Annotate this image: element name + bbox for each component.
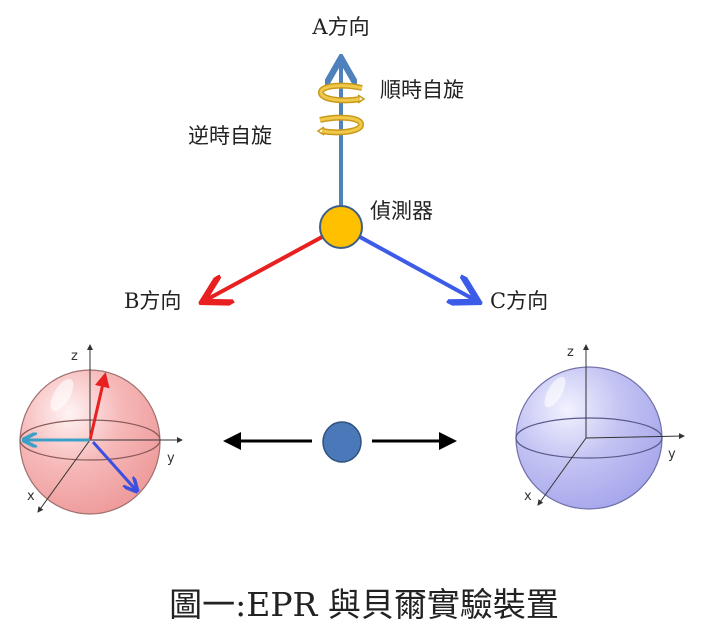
- blue-spin-vector: [91, 440, 136, 490]
- z-axis-label: z: [71, 349, 78, 364]
- figure-caption: 圖一:EPR 與貝爾實驗裝置: [169, 585, 559, 624]
- left-bloch-sphere: z y x: [19, 344, 183, 515]
- y-axis-label: y: [167, 451, 175, 466]
- red-spin-vector: [88, 372, 110, 441]
- counterclockwise-spin-icon: [316, 114, 364, 136]
- detector-icon: [319, 205, 363, 249]
- y-axis-label: y: [668, 447, 676, 462]
- clockwise-spin-label: 順時自旋: [380, 78, 464, 102]
- x-axis-label: x: [27, 489, 35, 504]
- counterclockwise-spin-label: 逆時自旋: [188, 124, 272, 148]
- b-direction-label: B方向: [124, 289, 181, 313]
- detector-label: 偵測器: [370, 199, 433, 223]
- c-direction-label: C方向: [490, 289, 548, 313]
- x-axis-label: x: [524, 489, 532, 504]
- clockwise-spin-icon: [318, 82, 366, 104]
- right-bloch-sphere: z y x: [515, 344, 685, 510]
- c-direction-arrow: [359, 235, 475, 300]
- z-axis-label: z: [567, 345, 574, 360]
- b-direction-arrow: [206, 235, 323, 300]
- particle-source-icon: [322, 421, 362, 463]
- a-direction-label: A方向: [311, 15, 369, 39]
